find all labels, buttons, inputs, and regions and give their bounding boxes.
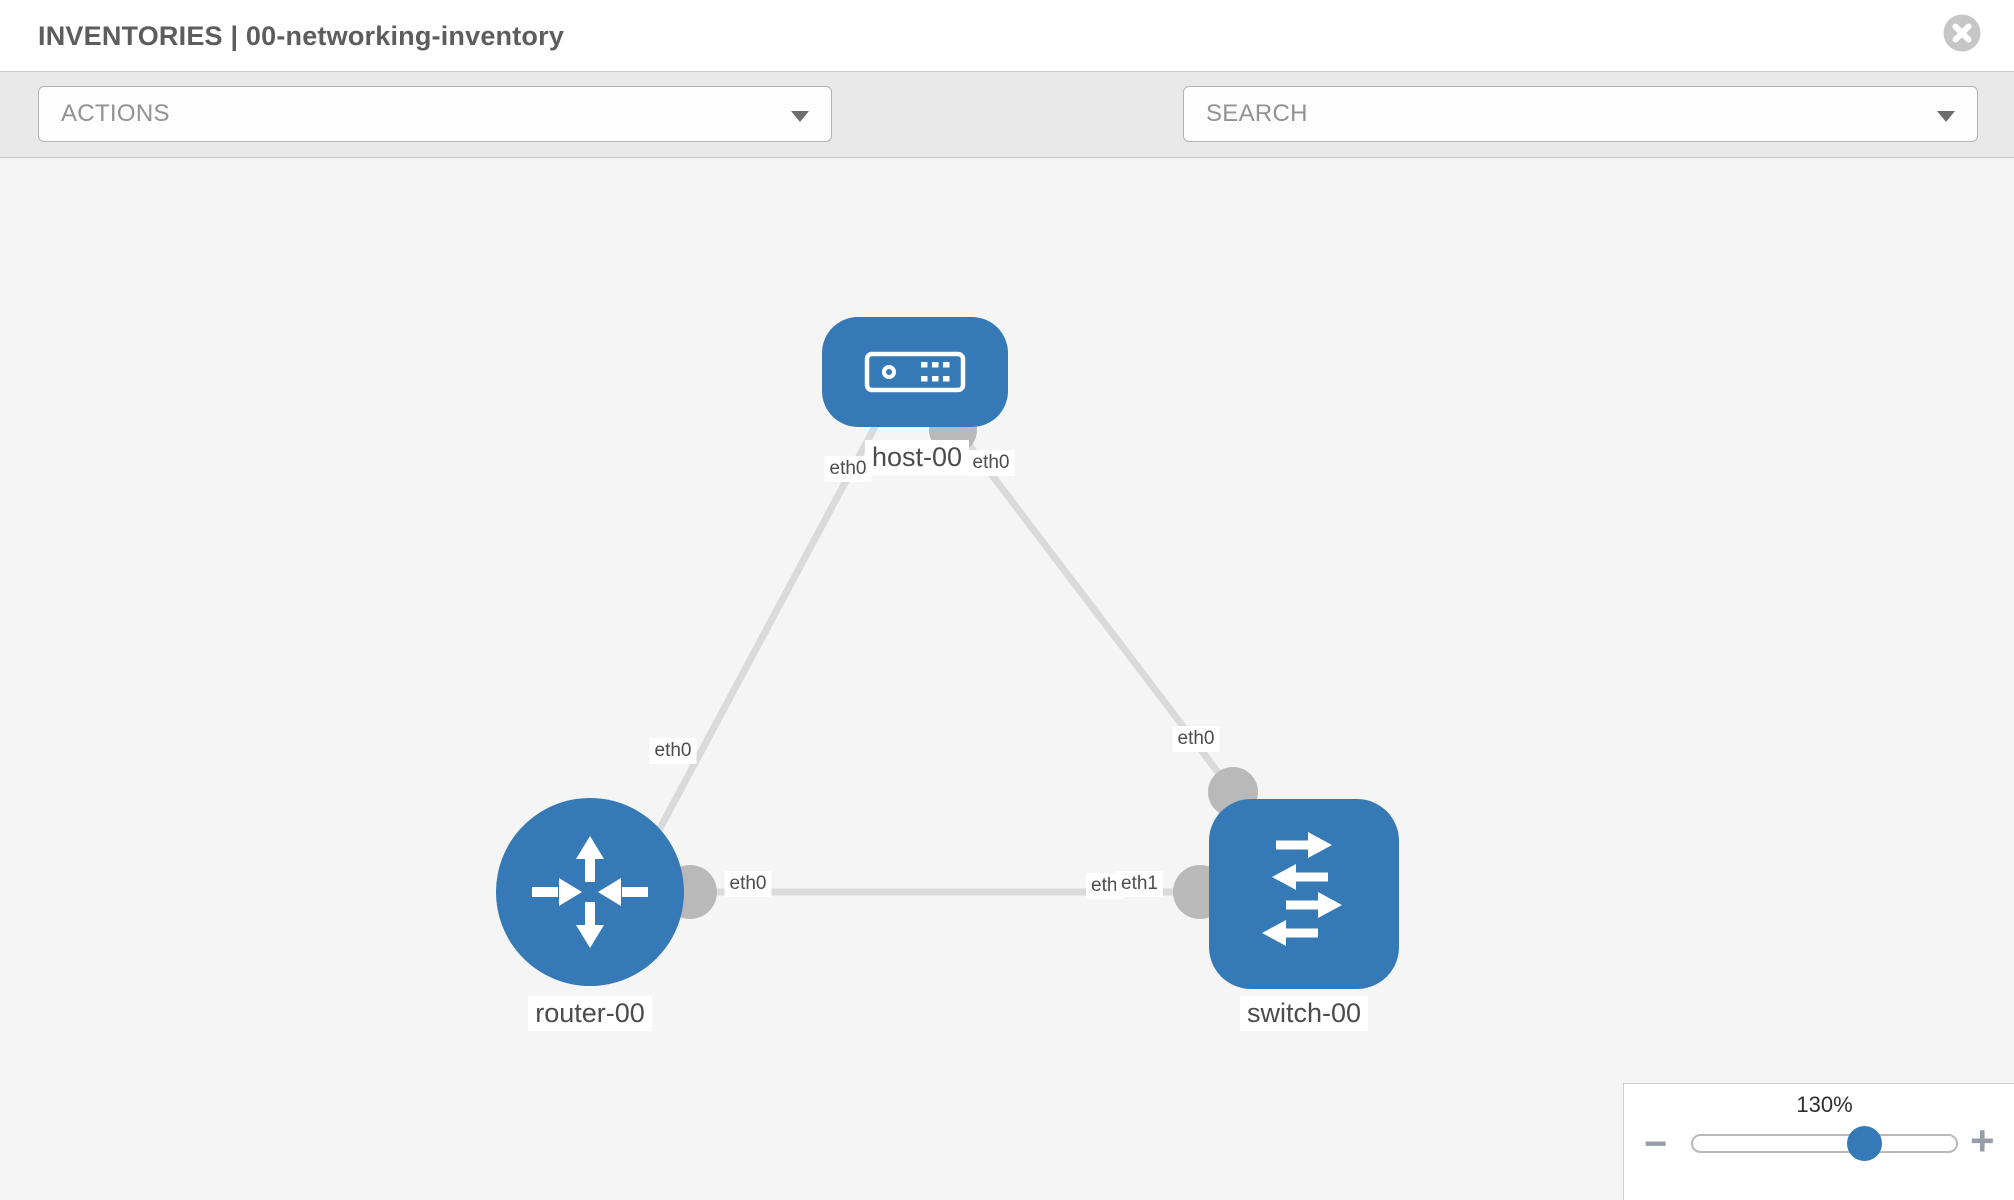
topology-canvas[interactable] [0,158,2014,1200]
zoom-slider-track[interactable] [1691,1134,1958,1153]
node-host[interactable] [822,317,1008,427]
interface-label: eth0 [724,871,772,897]
search-input[interactable]: SEARCH [1183,86,1978,142]
close-icon [1943,14,1981,52]
zoom-control-panel: 130% − + [1623,1083,2014,1200]
toolbar: ACTIONS SEARCH [0,72,2014,211]
node-switch[interactable] [1209,799,1399,989]
node-label-switch: switch-00 [1239,996,1369,1031]
interface-label: eth0 [649,738,697,764]
node-router[interactable] [496,798,684,986]
zoom-slider-knob[interactable] [1847,1126,1882,1161]
zoom-out-button[interactable]: − [1644,1122,1668,1166]
chevron-down-icon [791,111,809,122]
zoom-level: 130% [1796,1092,1853,1117]
node-label-router: router-00 [528,996,652,1031]
interface-label: eth0 [824,456,872,482]
header: INVENTORIES | 00-networking-inventory [0,0,2014,72]
actions-dropdown[interactable]: ACTIONS [38,86,832,142]
host-icon [864,351,966,393]
page-title: INVENTORIES | 00-networking-inventory [38,21,565,51]
interface-label: eth1 [1116,871,1163,897]
actions-dropdown-label: ACTIONS [61,100,170,127]
zoom-in-button[interactable]: + [1970,1117,1995,1164]
interface-label: eth0 [1172,726,1220,752]
switch-icon [1262,832,1342,946]
close-button[interactable] [1943,14,1981,52]
router-icon [532,836,648,948]
interface-label: eth0 [967,450,1015,476]
chevron-down-icon [1937,111,1955,122]
search-placeholder: SEARCH [1206,100,1308,127]
node-label-host: host-00 [864,440,970,475]
